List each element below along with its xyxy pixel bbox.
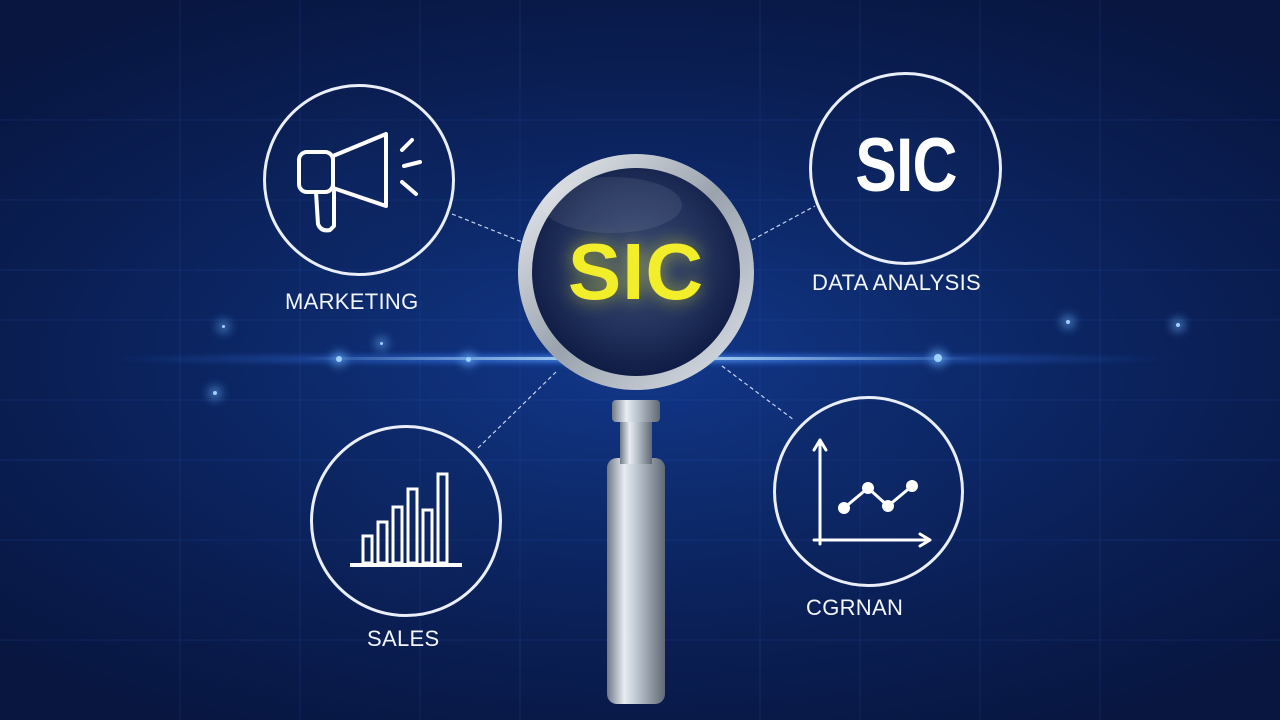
data-analysis-label: DATA ANALYSIS [812, 270, 981, 295]
glow-dot [380, 342, 383, 345]
glow-dot [336, 356, 342, 362]
marketing-circle [263, 84, 455, 276]
glow-dot [1066, 320, 1070, 324]
sales-label: SALES [367, 626, 440, 651]
cgrnan-label: CGRNAN [806, 595, 904, 620]
glow-dot [934, 354, 942, 362]
sales-circle [310, 425, 502, 617]
glow-dot [213, 391, 217, 395]
lens-text: SIC [567, 227, 705, 316]
data-analysis-badge: SIC [855, 123, 957, 208]
glow-dot [1176, 323, 1180, 327]
glow-dot [222, 325, 225, 328]
data-analysis-circle [809, 72, 1002, 265]
marketing-label: MARKETING [285, 289, 419, 314]
glow-dot [466, 357, 471, 362]
